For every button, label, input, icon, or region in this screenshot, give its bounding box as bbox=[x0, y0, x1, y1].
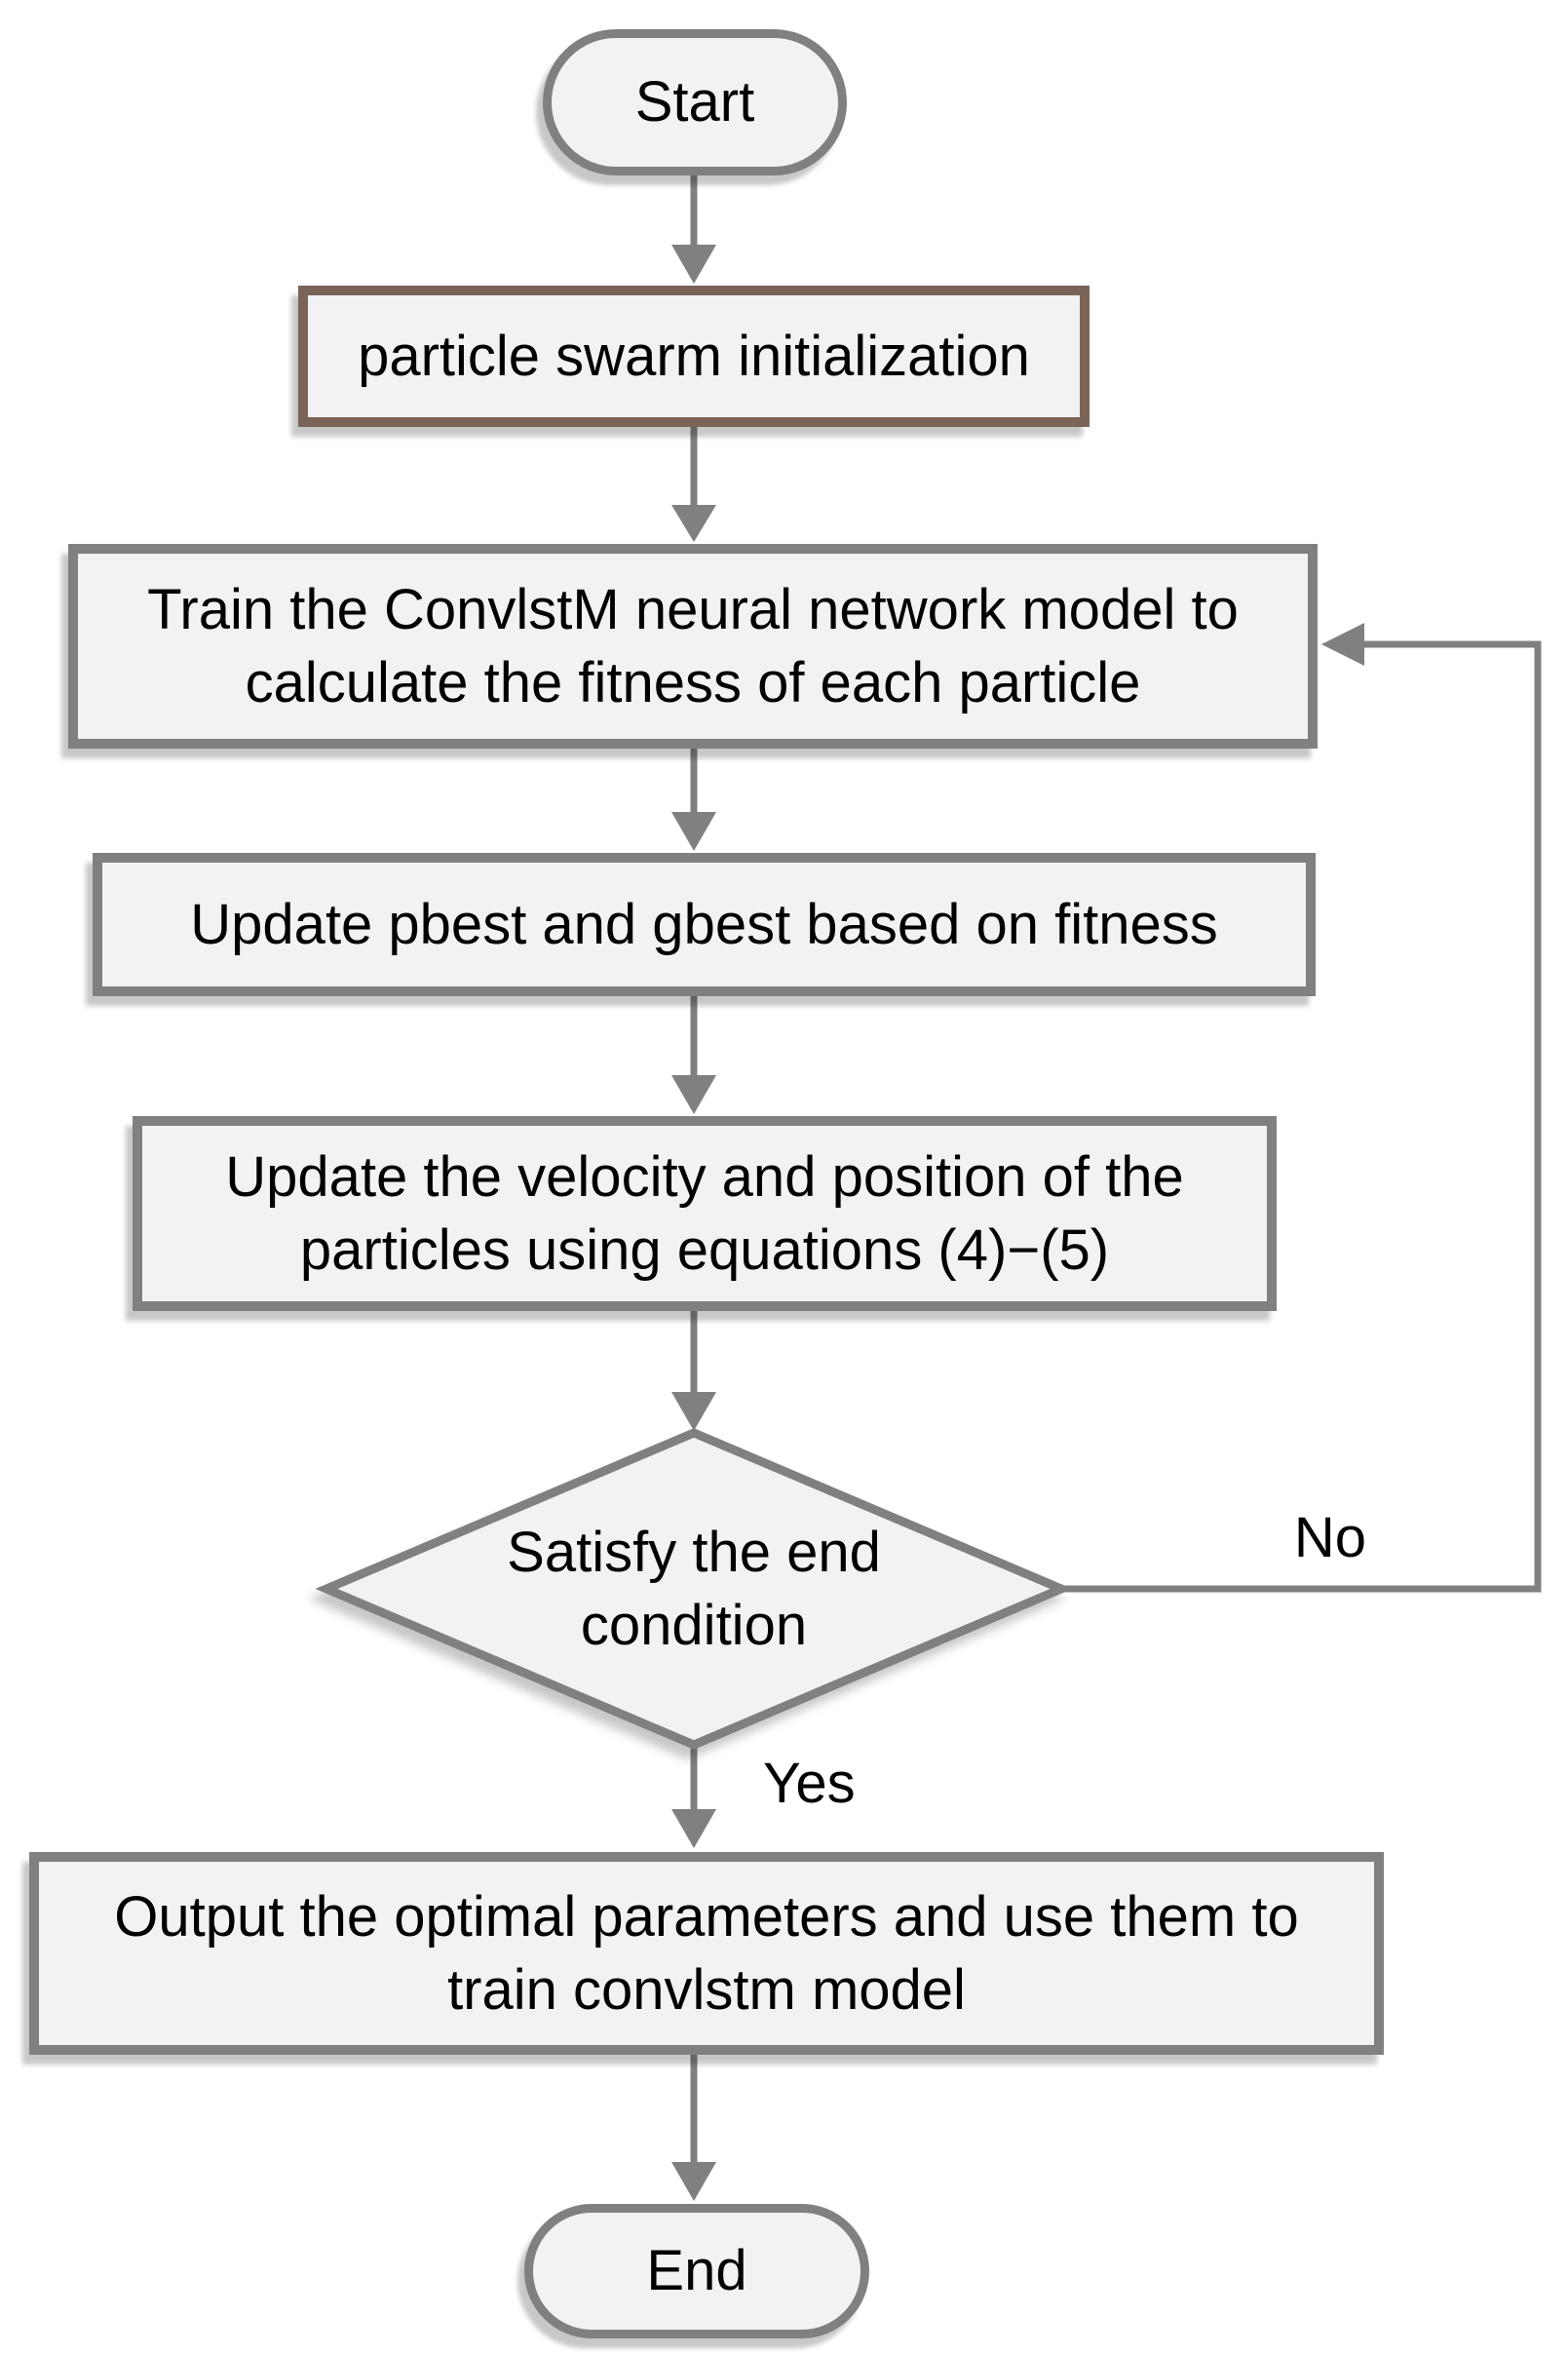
arrow-down-icon bbox=[671, 1075, 716, 1114]
arrow-down-icon bbox=[671, 2162, 716, 2201]
arrow-down-icon bbox=[671, 1392, 716, 1431]
decision-label: Satisfy the end condition bbox=[507, 1520, 881, 1657]
process-output-optimal-parameters: Output the optimal parameters and use th… bbox=[29, 1852, 1384, 2055]
edge-label-no: No bbox=[1293, 1506, 1367, 1569]
update-velocity-label: Update the velocity and position of the … bbox=[225, 1144, 1184, 1282]
init-label: particle swarm initialization bbox=[358, 324, 1030, 388]
edge-label-yes: Yes bbox=[763, 1752, 856, 1815]
start-label: Start bbox=[634, 70, 755, 135]
end-node: End bbox=[524, 2204, 869, 2338]
update-best-label: Update pbest and gbest based on fitness bbox=[190, 892, 1218, 956]
edge-decision-train-no bbox=[1064, 640, 1542, 1593]
process-update-pbest-gbest: Update pbest and gbest based on fitness bbox=[93, 853, 1316, 996]
arrow-left-icon bbox=[1321, 623, 1364, 666]
arrow-down-icon bbox=[671, 812, 716, 851]
diamond-icon bbox=[315, 1428, 1073, 1750]
arrow-down-icon bbox=[671, 1809, 716, 1848]
process-train-convlstm: Train the ConvlstM neural network model … bbox=[68, 544, 1318, 749]
end-label: End bbox=[646, 2239, 747, 2303]
train-label: Train the ConvlstM neural network model … bbox=[147, 577, 1239, 714]
output-label: Output the optimal parameters and use th… bbox=[114, 1884, 1299, 2022]
arrow-down-icon bbox=[671, 245, 716, 284]
process-particle-swarm-initialization: particle swarm initialization bbox=[298, 286, 1090, 427]
decision-diamond-shape bbox=[315, 1428, 1073, 1750]
start-node: Start bbox=[543, 29, 847, 175]
decision-node: Satisfy the end condition bbox=[312, 1426, 1076, 1752]
process-update-velocity-position: Update the velocity and position of the … bbox=[133, 1116, 1277, 1311]
arrow-down-icon bbox=[671, 505, 716, 542]
